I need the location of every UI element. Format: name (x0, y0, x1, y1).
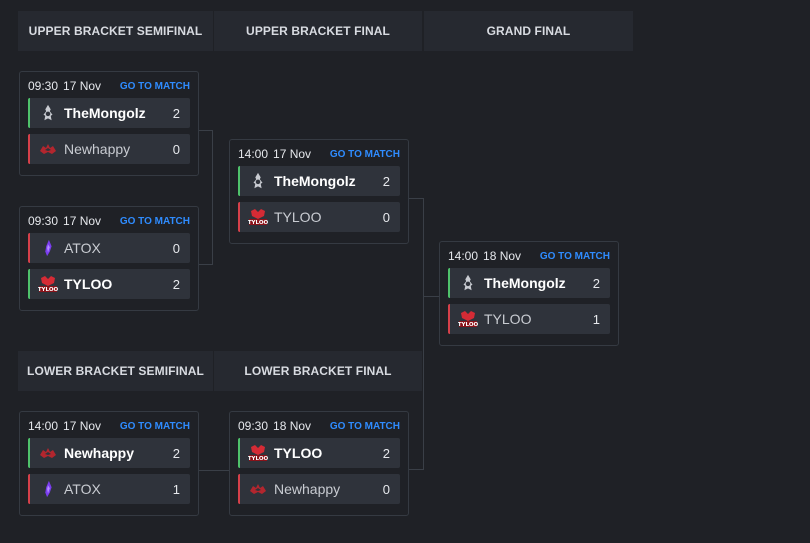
match-time: 14:00 (28, 419, 59, 433)
team-name: TheMongolz (484, 275, 566, 291)
go-to-match-link[interactable]: GO TO MATCH (329, 148, 400, 160)
team-score: 0 (382, 481, 390, 497)
team-row-loser[interactable]: ATOX 0 (28, 233, 190, 263)
match-time: 14:00 (238, 147, 269, 161)
team-score: 0 (382, 209, 390, 225)
newhappy-icon (38, 443, 58, 463)
team-row-winner[interactable]: TheMongolz 2 (238, 166, 400, 196)
team-score: 2 (592, 275, 600, 291)
match-card-upper-semifinal-2: 09:30 17 Nov GO TO MATCH ATOX 0 TYLOO 2 (19, 206, 199, 311)
team-name: TYLOO (274, 445, 323, 461)
team-name: Newhappy (64, 445, 135, 461)
team-score: 1 (592, 311, 600, 327)
match-date: 17 Nov (273, 147, 312, 161)
match-time: 09:30 (28, 214, 59, 228)
team-row-loser[interactable]: TYLOO 0 (238, 202, 400, 232)
match-card-upper-semifinal-1: 09:30 17 Nov GO TO MATCH TheMongolz 2 New… (19, 71, 199, 176)
atox-icon (38, 238, 58, 258)
go-to-match-link[interactable]: GO TO MATCH (119, 80, 190, 92)
match-time: 14:00 (448, 249, 479, 263)
team-score: 2 (382, 445, 390, 461)
go-to-match-link[interactable]: GO TO MATCH (329, 420, 400, 432)
team-score: 2 (172, 105, 180, 121)
team-score: 2 (172, 276, 180, 292)
team-score: 2 (172, 445, 180, 461)
match-time: 09:30 (28, 79, 59, 93)
team-name: ATOX (64, 481, 101, 497)
go-to-match-link[interactable]: GO TO MATCH (119, 215, 190, 227)
mongolz-icon (38, 103, 58, 123)
team-score: 1 (172, 481, 180, 497)
team-name: TYLOO (64, 276, 113, 292)
match-card-lower-semifinal: 14:00 17 Nov GO TO MATCH Newhappy 2 ATOX … (19, 411, 199, 516)
newhappy-icon (38, 139, 58, 159)
connector-gf-in (424, 296, 439, 297)
team-row-loser[interactable]: Newhappy 0 (238, 474, 400, 504)
team-row-loser[interactable]: TYLOO 1 (448, 304, 610, 334)
match-date: 17 Nov (63, 79, 102, 93)
match-card-grand-final: 14:00 18 Nov GO TO MATCH TheMongolz 2 TYL… (439, 241, 619, 346)
match-date: 18 Nov (483, 249, 522, 263)
team-name: TheMongolz (274, 173, 356, 189)
mongolz-icon (248, 171, 268, 191)
team-row-winner[interactable]: TYLOO 2 (238, 438, 400, 468)
team-score: 0 (172, 141, 180, 157)
mongolz-icon (458, 273, 478, 293)
connector-ubf-to-gf (409, 198, 424, 470)
team-name: TYLOO (274, 209, 322, 225)
team-row-winner[interactable]: TheMongolz 2 (448, 268, 610, 298)
team-name: ATOX (64, 240, 101, 256)
team-row-winner[interactable]: TheMongolz 2 (28, 98, 190, 128)
tyloo-icon (458, 309, 478, 329)
connector-ubs-to-ubf (199, 130, 213, 265)
tyloo-icon (38, 274, 58, 294)
header-lower-semifinal: LOWER BRACKET SEMIFINAL (18, 351, 213, 391)
team-name: TYLOO (484, 311, 532, 327)
match-date: 17 Nov (63, 419, 102, 433)
team-name: Newhappy (274, 481, 341, 497)
header-upper-semifinal: UPPER BRACKET SEMIFINAL (18, 11, 213, 51)
match-time: 09:30 (238, 419, 269, 433)
team-row-loser[interactable]: Newhappy 0 (28, 134, 190, 164)
tyloo-icon (248, 207, 268, 227)
atox-icon (38, 479, 58, 499)
header-grand-final: GRAND FINAL (424, 11, 633, 51)
team-score: 2 (382, 173, 390, 189)
connector-lbs-to-lbf (199, 470, 229, 471)
match-card-lower-final: 09:30 18 Nov GO TO MATCH TYLOO 2 Newhappy… (229, 411, 409, 516)
team-row-winner[interactable]: TYLOO 2 (28, 269, 190, 299)
go-to-match-link[interactable]: GO TO MATCH (539, 250, 610, 262)
header-lower-final: LOWER BRACKET FINAL (214, 351, 422, 391)
team-row-winner[interactable]: Newhappy 2 (28, 438, 190, 468)
go-to-match-link[interactable]: GO TO MATCH (119, 420, 190, 432)
team-name: Newhappy (64, 141, 131, 157)
tyloo-icon (248, 443, 268, 463)
header-upper-final: UPPER BRACKET FINAL (214, 11, 422, 51)
newhappy-icon (248, 479, 268, 499)
match-date: 18 Nov (273, 419, 312, 433)
team-score: 0 (172, 240, 180, 256)
match-card-upper-final: 14:00 17 Nov GO TO MATCH TheMongolz 2 TYL… (229, 139, 409, 244)
match-date: 17 Nov (63, 214, 102, 228)
team-name: TheMongolz (64, 105, 146, 121)
team-row-loser[interactable]: ATOX 1 (28, 474, 190, 504)
